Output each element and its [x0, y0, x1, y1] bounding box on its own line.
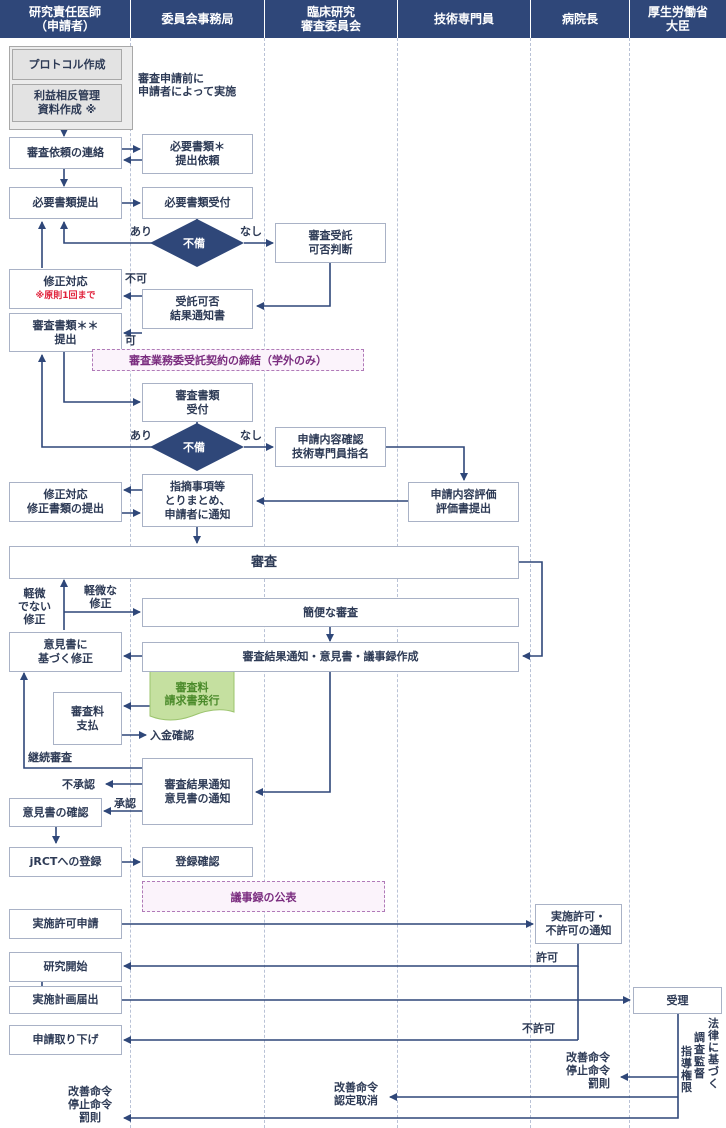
lane-divider: [629, 38, 630, 1128]
nashi2-label: なし: [240, 429, 262, 442]
review-docs-receive-box: 審査書類 受付: [142, 383, 253, 422]
expert-eval-box: 申請内容評価 評価書提出: [408, 482, 519, 522]
invoice-shape: [149, 669, 235, 721]
lane-header-applicant: 研究責任医師 （申請者）: [0, 0, 130, 38]
approve-label: 承認: [114, 797, 136, 810]
reg-confirm-box: 登録確認: [142, 847, 253, 877]
lane-header-expert: 技術専門員: [398, 0, 530, 38]
nashi1-label: なし: [240, 225, 262, 238]
result-create-box: 審査結果通知・意見書・議事録作成: [142, 642, 519, 672]
opinion-fix-box: 意見書に 基づく修正: [9, 632, 122, 672]
lane-header-secretariat: 委員会事務局: [131, 0, 264, 38]
fee-invoice-label: 審査料 請求書発行: [164, 681, 220, 707]
start-box: 研究開始: [9, 952, 122, 982]
docs-receive-box: 必要書類受付: [142, 187, 253, 219]
jrct-box: jRCTへの登録: [9, 847, 122, 877]
impl-notice-box: 実施許可・ 不許可の通知: [535, 904, 622, 944]
lane-divider: [397, 38, 398, 1128]
pre-note: 審査申請前に 申請者によって実施: [138, 72, 237, 98]
docs-submit-box: 必要書類提出: [9, 187, 122, 219]
minutes-box: 議事録の公表: [142, 881, 385, 912]
review-box: 審査: [9, 546, 519, 579]
fix1-note: ※原則1回まで: [35, 291, 96, 301]
continue-label: 継続審査: [28, 751, 72, 764]
guide-label-vertical: 指導・権限: [681, 1045, 703, 1094]
plan-report-box: 実施計画届出: [9, 986, 122, 1014]
ari2-label: あり: [130, 429, 152, 442]
docs-request-box: 必要書類＊ 提出依頼: [142, 134, 253, 174]
impl-request-box: 実施許可申請: [9, 909, 122, 939]
lane-header-mhlw: 厚生労働省 大臣: [630, 0, 726, 38]
minor-yes-label: 軽微な 修正: [84, 584, 117, 610]
minor-no-label: 軽微 でない 修正: [18, 587, 51, 626]
order-left-label: 改善命令 停止命令 罰則: [68, 1085, 112, 1124]
permit-label: 許可: [536, 951, 558, 964]
fix1-box: 修正対応 ※原則1回まで: [9, 269, 122, 309]
lane-header-committee: 臨床研究 審査委員会: [265, 0, 397, 38]
inspect-label-vertical: 調査・監督: [694, 1031, 716, 1080]
cancel-mid-label: 改善命令 認定取消: [334, 1081, 378, 1107]
lane-divider: [130, 38, 131, 1128]
withdraw-box: 申請取り下げ: [9, 1025, 122, 1055]
lane-header-director: 病院長: [531, 0, 629, 38]
ka-label: 可: [125, 334, 136, 347]
fuka-label: 不可: [125, 272, 147, 285]
simple-review-box: 簡便な審査: [142, 598, 519, 627]
decision-diamond-1: [150, 219, 244, 267]
not-permit-label: 不許可: [522, 1022, 555, 1035]
protocol-box: プロトコル作成: [12, 49, 122, 80]
ari1-label: あり: [130, 225, 152, 238]
payment-confirm-label: 入金確認: [150, 729, 194, 742]
summary-box: 指摘事項等 とりまとめ、 申請者に通知: [142, 474, 253, 527]
fix2-box: 修正対応 修正書類の提出: [9, 482, 122, 522]
opinion-confirm-box: 意見書の確認: [9, 798, 102, 827]
fix1-label: 修正対応: [43, 275, 88, 288]
fee-pay-box: 審査料 支払: [53, 692, 122, 745]
decision2-label: 不備: [183, 441, 205, 454]
law-label-vertical: 法律に基づく: [708, 1017, 719, 1090]
coi-box: 利益相反管理 資料作成 ※: [12, 84, 122, 122]
accept-box: 受理: [633, 987, 722, 1014]
review-docs-submit-box: 審査書類＊＊ 提出: [9, 313, 122, 352]
entrust-judge-box: 審査受託 可否判断: [275, 223, 386, 263]
lane-divider: [530, 38, 531, 1128]
reject-label: 不承認: [62, 778, 95, 791]
order-right-label: 改善命令 停止命令 罰則: [566, 1051, 610, 1090]
decision1-label: 不備: [183, 237, 205, 250]
request-contact-box: 審査依頼の連絡: [9, 137, 122, 169]
contract-box: 審査業務委受託契約の締結（学外のみ）: [92, 349, 364, 371]
lane-divider: [264, 38, 265, 1128]
confirm-expert-box: 申請内容確認 技術専門員指名: [275, 427, 386, 467]
decision-diamond-2: [150, 423, 244, 471]
result-notice-box: 審査結果通知 意見書の通知: [142, 758, 253, 825]
entrust-result-box: 受託可否 結果通知書: [142, 289, 253, 329]
